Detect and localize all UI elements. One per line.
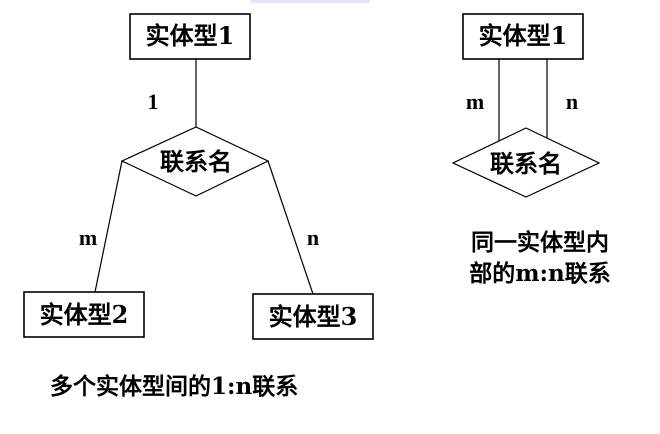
cardinality-self-n: n — [566, 89, 578, 114]
relationship-label-left: 联系名 — [160, 147, 232, 176]
right-diagram: 实体型1 m n 联系名 同一实体型内 部的m:n联系 — [451, 13, 611, 287]
cardinality-top: 1 — [148, 89, 159, 114]
edge-relationship-to-right-entity — [267, 160, 314, 295]
entity-box-self — [462, 13, 584, 60]
relationship-label-right: 联系名 — [490, 149, 562, 178]
cardinality-self-m: m — [466, 89, 484, 114]
entity-label-top: 实体型1 — [146, 21, 235, 50]
cardinality-left: m — [79, 225, 97, 250]
relationship-diamond-left — [120, 126, 270, 197]
caption-left: 多个实体型间的1:n联系 — [50, 373, 298, 400]
caption-right-line1: 同一实体型内 — [471, 229, 609, 256]
caption-right-line2: 部的m:n联系 — [469, 260, 611, 287]
entity-label-right: 实体型3 — [269, 302, 358, 331]
entity-box-left — [23, 291, 145, 338]
entity-box-top — [129, 13, 251, 60]
cardinality-right: n — [307, 225, 319, 250]
left-diagram: 实体型1 1 联系名 m n 实体型2 实体型3 多个实体型间的1:n联系 — [23, 13, 374, 400]
relationship-diamond-right — [451, 127, 601, 198]
edge-relationship-to-left-entity — [94, 160, 123, 293]
entity-label-left: 实体型2 — [40, 300, 129, 329]
top-strip — [250, 0, 370, 3]
entity-box-right — [252, 293, 374, 340]
entity-label-self: 实体型1 — [479, 21, 568, 50]
